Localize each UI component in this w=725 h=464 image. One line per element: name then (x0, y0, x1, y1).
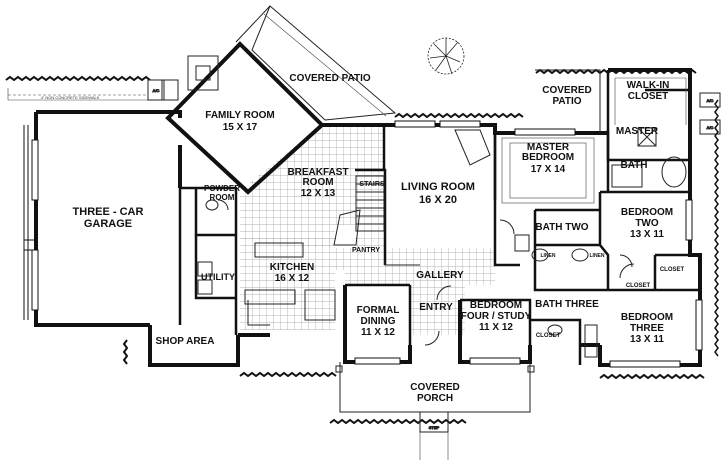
label-closet-1: CLOSET (536, 333, 561, 339)
label-bedroom-four-1: BEDROOM (470, 300, 522, 311)
ac-units: A/C A/C A/C (147, 79, 721, 135)
label-bedroom-four-size: 11 X 12 (479, 322, 513, 333)
fireplace-icon (454, 129, 491, 166)
stairs-icon (355, 175, 385, 232)
label-living-room: LIVING ROOM (401, 181, 475, 193)
interior-walls (178, 70, 700, 365)
label-master-size: 17 X 14 (531, 164, 566, 175)
label-utility: UTILITY (201, 272, 235, 282)
label-bath-two: BATH TWO (535, 222, 588, 233)
label-master-patio-2: PATIO (552, 96, 581, 107)
label-kitchen: KITCHEN (270, 262, 314, 273)
label-family-room: FAMILY ROOM (205, 110, 274, 121)
label-powder-2: ROOM (210, 193, 235, 202)
label-walkin-1: WALK-IN (627, 80, 670, 91)
label-breakfast-room-2: ROOM (302, 177, 333, 188)
label-formal-dining-size: 11 X 12 (361, 327, 395, 338)
label-covered-porch-2: PORCH (417, 393, 453, 404)
gallery-tile-floor (332, 248, 495, 335)
label-breakfast-size: 12 X 13 (301, 188, 336, 199)
label-kitchen-size: 16 X 12 (275, 273, 310, 284)
label-covered-patio: COVERED PATIO (289, 73, 371, 84)
svg-text:STEP: STEP (429, 425, 440, 430)
label-stairs: STAIRS (359, 181, 384, 188)
label-closet-3: CLOSET (626, 283, 651, 289)
label-covered-porch-1: COVERED (410, 382, 459, 393)
label-family-room-size: 15 X 17 (223, 122, 258, 133)
windows (31, 120, 703, 368)
label-garage-1: THREE - CAR (73, 206, 144, 218)
label-garage-2: GARAGE (84, 218, 132, 230)
label-entry: ENTRY (419, 302, 453, 313)
label-breakfast-room-1: BREAKFAST (287, 167, 348, 178)
garage-doors (23, 125, 36, 320)
label-master-bath-1: MASTER (616, 126, 659, 137)
label-bedroom-two-1: BEDROOM (621, 207, 673, 218)
label-master-patio-1: COVERED (542, 85, 591, 96)
bathtub-icon (661, 156, 687, 188)
label-shop-area: SHOP AREA (156, 336, 215, 347)
svg-text:A/C: A/C (153, 88, 160, 93)
label-bedroom-three-size: 13 X 11 (630, 334, 664, 345)
label-bedroom-three-1: BEDROOM (621, 312, 673, 323)
label-master-1: MASTER (527, 142, 570, 153)
label-linen-1: LINEN (541, 253, 556, 259)
label-bedroom-three-2: THREE (630, 323, 664, 334)
label-bedroom-four-2: FOUR / STUDY (461, 311, 532, 322)
label-living-room-size: 16 X 20 (419, 194, 457, 206)
label-bath-three: BATH THREE (535, 299, 599, 310)
label-walkin-2: CLOSET (628, 91, 669, 102)
covered-porch-structure: STEP (335, 362, 535, 460)
label-bedroom-two-2: TWO (635, 218, 659, 229)
breakfast-tile-floor (240, 125, 384, 248)
svg-text:A/C: A/C (707, 98, 714, 103)
label-bedroom-two-size: 13 X 11 (630, 229, 664, 240)
label-master-2: BEDROOM (522, 152, 574, 163)
label-pantry: PANTRY (352, 247, 380, 254)
label-closet-2: CLOSET (660, 267, 685, 273)
kitchen-tile-floor (240, 238, 335, 330)
label-master-bath-2: BATH (620, 160, 647, 171)
fixtures (197, 77, 687, 358)
svg-text:A/C: A/C (707, 125, 714, 130)
label-gallery: GALLERY (416, 270, 464, 281)
label-linen-2: LINEN (590, 253, 605, 259)
label-powder-1: POWDER (204, 184, 240, 193)
fireplace-icon (195, 65, 211, 81)
family-room-walls (161, 41, 325, 195)
room-labels: COVERED PATIO FAMILY ROOM 15 X 17 BREAKF… (73, 73, 685, 404)
kitchen-island-icon (254, 242, 304, 258)
covered-patio-structure (235, 5, 397, 121)
label-formal-dining-1: FORMAL (357, 305, 400, 316)
label-formal-dining-2: DINING (361, 316, 396, 327)
tree-icon (427, 37, 465, 75)
driveway-note: 4" NON CONCRETE SIDEWALK (41, 95, 100, 100)
shrub-row-bottom (122, 99, 719, 425)
